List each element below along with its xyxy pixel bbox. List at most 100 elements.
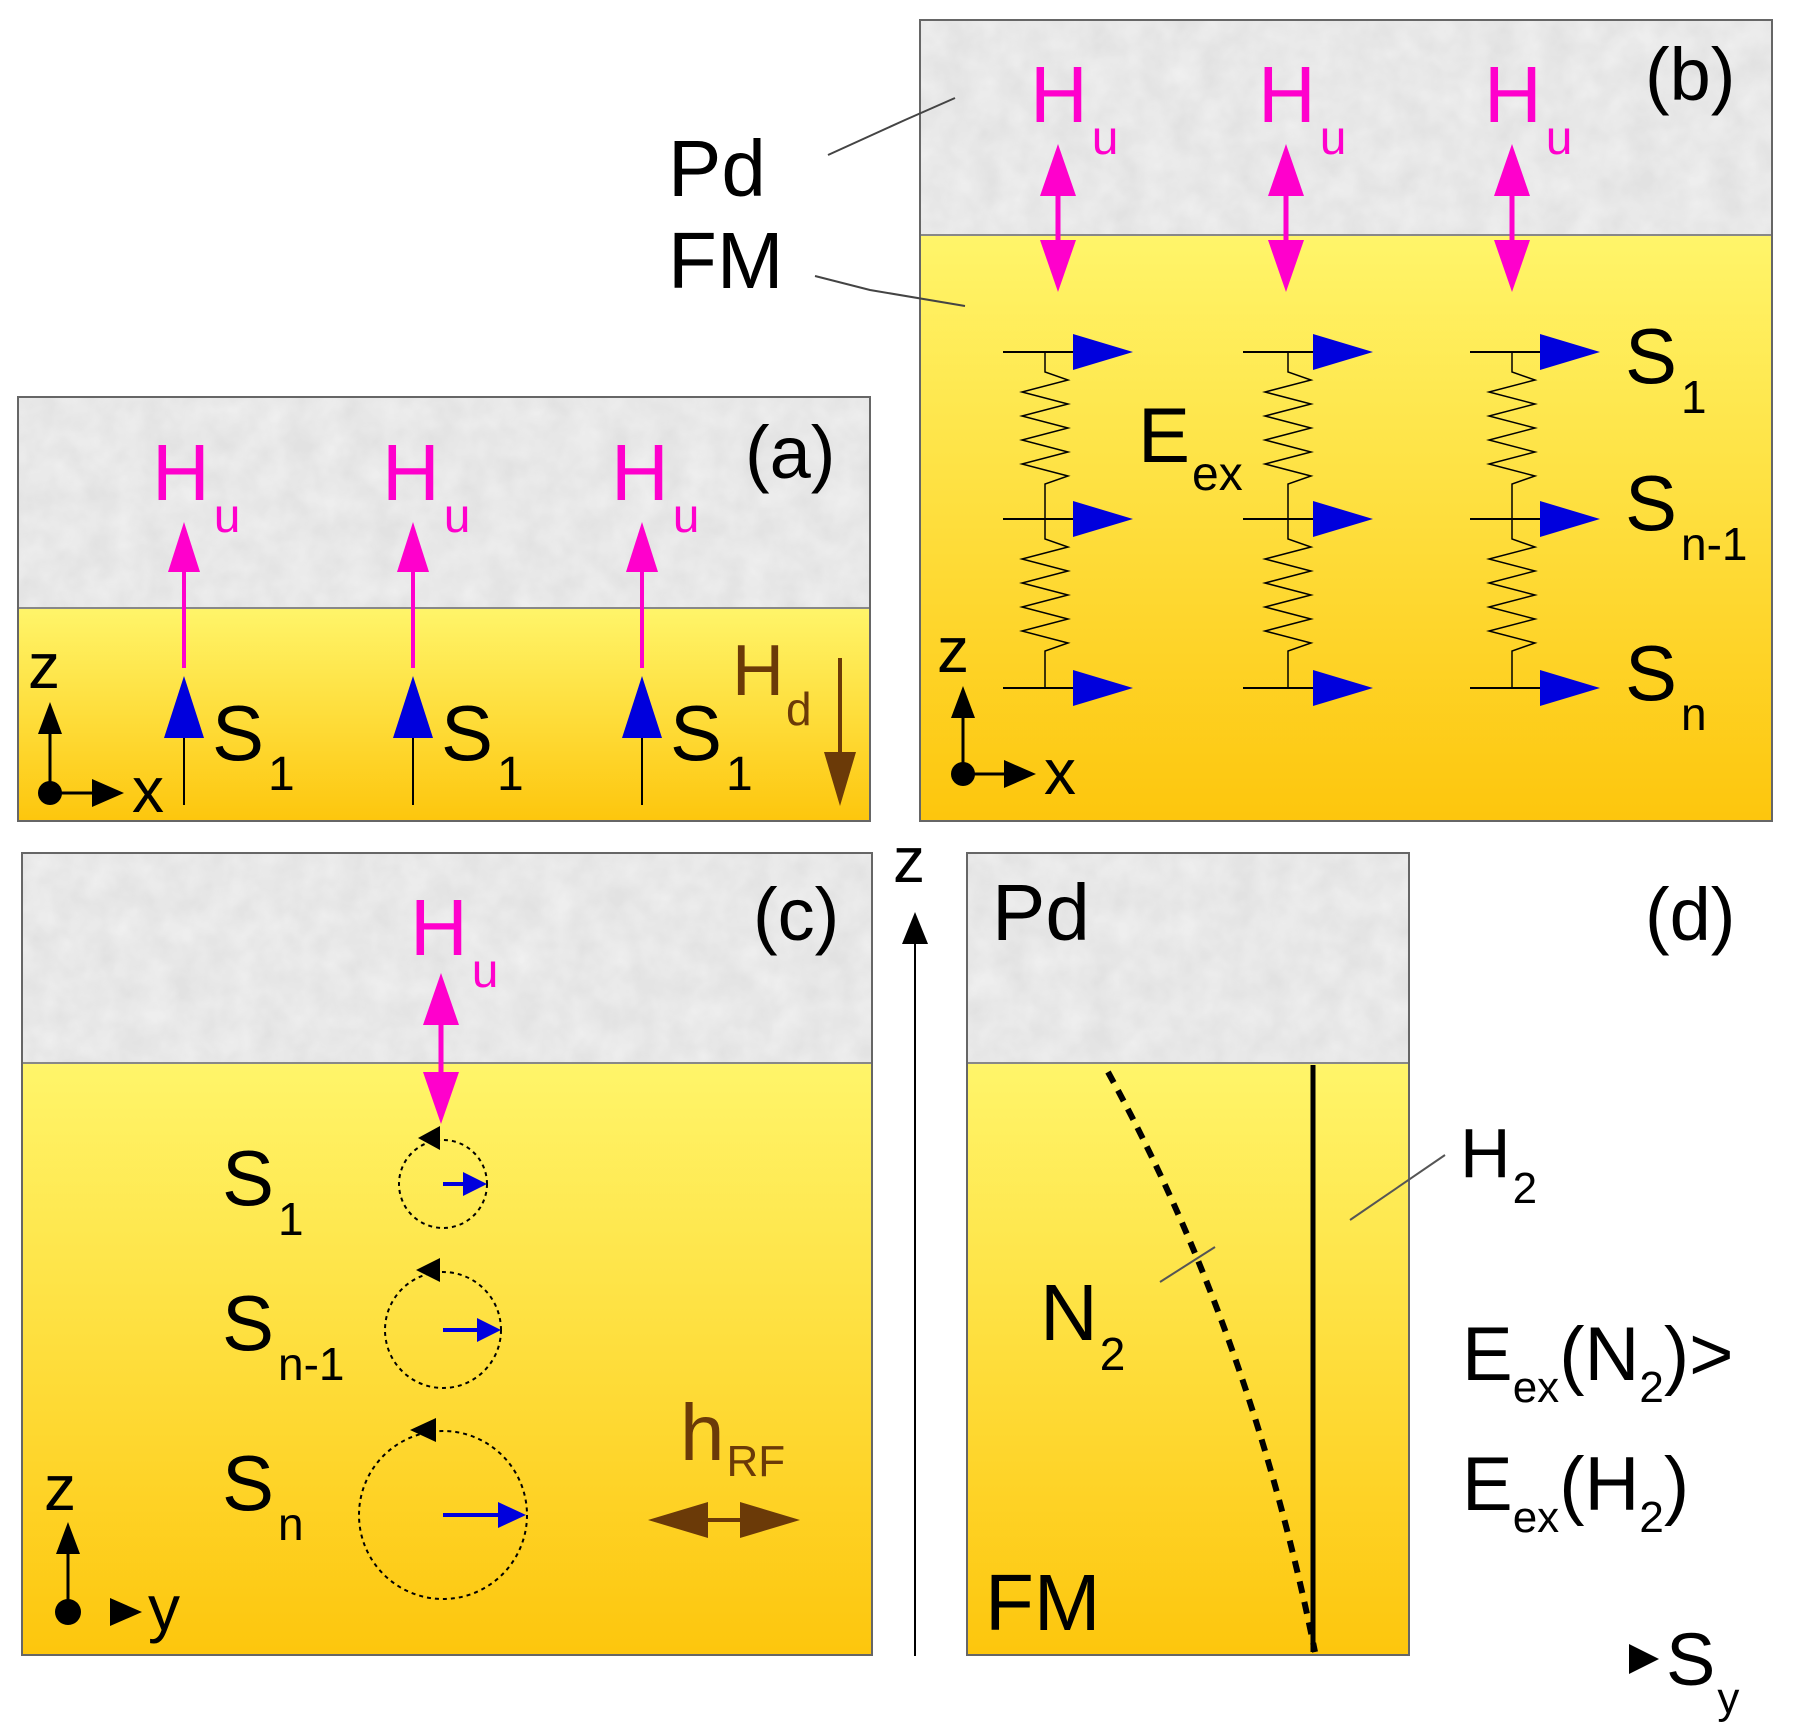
precession-direction-arrow-icon xyxy=(416,1258,440,1282)
precession-direction-arrow-icon xyxy=(418,1126,440,1150)
axis-y-arrow-icon xyxy=(110,1598,142,1626)
exchange-inequality-line-1: Eex(N2)> xyxy=(1462,1312,1734,1412)
exchange-spring xyxy=(1262,352,1314,688)
spin-label: S1 xyxy=(222,1134,304,1245)
n2-subscript: 2 xyxy=(1100,1328,1126,1380)
axis-z-arrow-icon xyxy=(38,702,62,734)
exchange-energy-symbol: E xyxy=(1138,391,1190,479)
spin-arrow-head xyxy=(1073,334,1133,370)
n2-leader-line xyxy=(1159,1246,1216,1283)
axis-z-label: z xyxy=(44,1452,76,1524)
axis-z-label: z xyxy=(28,630,60,702)
spin-label-sn-1: Sn-1 xyxy=(1625,459,1748,570)
spin-subscript: 1 xyxy=(268,748,295,801)
panel-c: (c) Hu S1 Sn-1 Sn xyxy=(21,852,873,1656)
panel-a-border xyxy=(17,396,871,822)
spin-label: S1 xyxy=(441,689,524,801)
spin-label-s1: S1 xyxy=(1625,312,1707,423)
spin-subscript: n xyxy=(278,1498,304,1550)
panel-a-column-1: Hu S1 xyxy=(152,428,295,805)
anisotropy-field-arrow-up xyxy=(1040,144,1076,196)
anisotropy-field-symbol: H xyxy=(1484,50,1542,139)
spin-arrow-head xyxy=(164,676,204,738)
panel-b-fm-layer xyxy=(920,235,1772,821)
anisotropy-field-subscript: u xyxy=(1092,112,1119,165)
open-paren: ( xyxy=(1559,1312,1584,1397)
precession-sn: Sn xyxy=(222,1418,528,1600)
anisotropy-field-subscript: u xyxy=(1546,112,1573,165)
energy-symbol: E xyxy=(1462,1442,1513,1527)
fm-layer-label: FM xyxy=(668,216,784,305)
anisotropy-field-label: Hu xyxy=(611,428,699,543)
spin-arrow-head xyxy=(393,676,433,738)
axis-x-arrow-icon xyxy=(92,779,124,807)
anisotropy-field-label: Hu xyxy=(1030,50,1118,165)
panel-a-axes: z x xyxy=(28,630,164,826)
spin-arrow-head xyxy=(1540,670,1600,706)
anisotropy-field-arrow-down xyxy=(1494,240,1530,292)
anisotropy-field-arrow-down xyxy=(1040,240,1076,292)
anisotropy-field-arrow-up xyxy=(1494,144,1530,196)
demag-field-symbol: H xyxy=(732,631,784,711)
panel-b-border xyxy=(919,19,1773,822)
spin-projection-head xyxy=(463,1172,487,1196)
spin-subscript: 1 xyxy=(1681,371,1707,423)
anisotropy-field-arrow-up xyxy=(1268,144,1304,196)
anisotropy-field-symbol: H xyxy=(152,428,210,517)
rf-field-subscript: RF xyxy=(727,1437,786,1486)
axis-z-label: z xyxy=(937,614,969,686)
axis-y-label: y xyxy=(148,1572,180,1644)
rf-field-arrow-right xyxy=(740,1502,800,1538)
panel-b-label: (b) xyxy=(1645,33,1735,116)
axis-x-label: x xyxy=(1044,736,1076,808)
spin-projection-head xyxy=(498,1502,526,1528)
precession-cone xyxy=(358,1430,528,1600)
anisotropy-field-subscript: u xyxy=(214,490,241,543)
precession-sn-1: Sn-1 xyxy=(222,1258,502,1390)
fm-layer-label: FM xyxy=(985,1558,1101,1647)
anisotropy-field-arrow-head xyxy=(168,522,200,572)
panel-c-anisotropy: Hu xyxy=(410,883,498,1124)
panel-a: (a) Hu S1 Hu S1 Hu S1 Hd xyxy=(17,396,871,826)
panel-c-fm-layer xyxy=(22,1063,872,1655)
anisotropy-field-symbol: H xyxy=(1030,50,1088,139)
spin-label: Sn xyxy=(222,1439,304,1550)
anisotropy-field-label: Hu xyxy=(1258,50,1346,165)
spin-symbol: S xyxy=(441,689,493,777)
spin-label: S1 xyxy=(670,689,753,801)
panel-d-border xyxy=(966,852,1410,1656)
precession-s1: S1 xyxy=(222,1126,488,1245)
spin-subscript: n xyxy=(1681,688,1707,740)
panel-c-border xyxy=(21,852,873,1656)
panel-b-axes: z x xyxy=(937,614,1076,808)
sy-axis-label: Sy xyxy=(1666,1618,1739,1723)
axis-z-arrow-icon xyxy=(56,1522,80,1554)
close-paren: ) xyxy=(1664,1442,1689,1527)
panel-d-label: (d) xyxy=(1645,873,1735,956)
panel-a-pd-layer xyxy=(18,397,870,608)
anisotropy-field-subscript: u xyxy=(444,490,471,543)
anisotropy-field-symbol: H xyxy=(611,428,669,517)
sy-subscript: y xyxy=(1717,1674,1739,1723)
n2-symbol: N xyxy=(1040,1268,1098,1357)
panel-c-axes: z y xyxy=(44,1452,180,1644)
pd-leader-line xyxy=(827,97,956,156)
spin-subscript: 1 xyxy=(726,748,753,801)
spin-symbol: S xyxy=(1625,312,1677,400)
spin-arrow-head xyxy=(1313,334,1373,370)
anisotropy-field-label: Hu xyxy=(410,883,498,998)
anisotropy-field-symbol: H xyxy=(410,883,468,972)
spin-symbol: S xyxy=(212,689,264,777)
spin-symbol: S xyxy=(222,1439,274,1527)
anisotropy-field-arrow-up xyxy=(423,973,459,1025)
precession-direction-arrow-icon xyxy=(410,1418,436,1442)
rf-field: hRF xyxy=(648,1388,800,1538)
exchange-inequality-line-2: Eex(H2) xyxy=(1462,1442,1689,1542)
panel-b-pd-layer xyxy=(920,20,1772,235)
sy-axis-arrow-icon xyxy=(1629,1644,1659,1674)
panel-b: (b) Pd FM Hu Hu xyxy=(668,19,1773,822)
spin-symbol: S xyxy=(222,1279,274,1367)
spin-symbol: S xyxy=(222,1134,274,1222)
exchange-energy-subscript: ex xyxy=(1192,448,1243,501)
